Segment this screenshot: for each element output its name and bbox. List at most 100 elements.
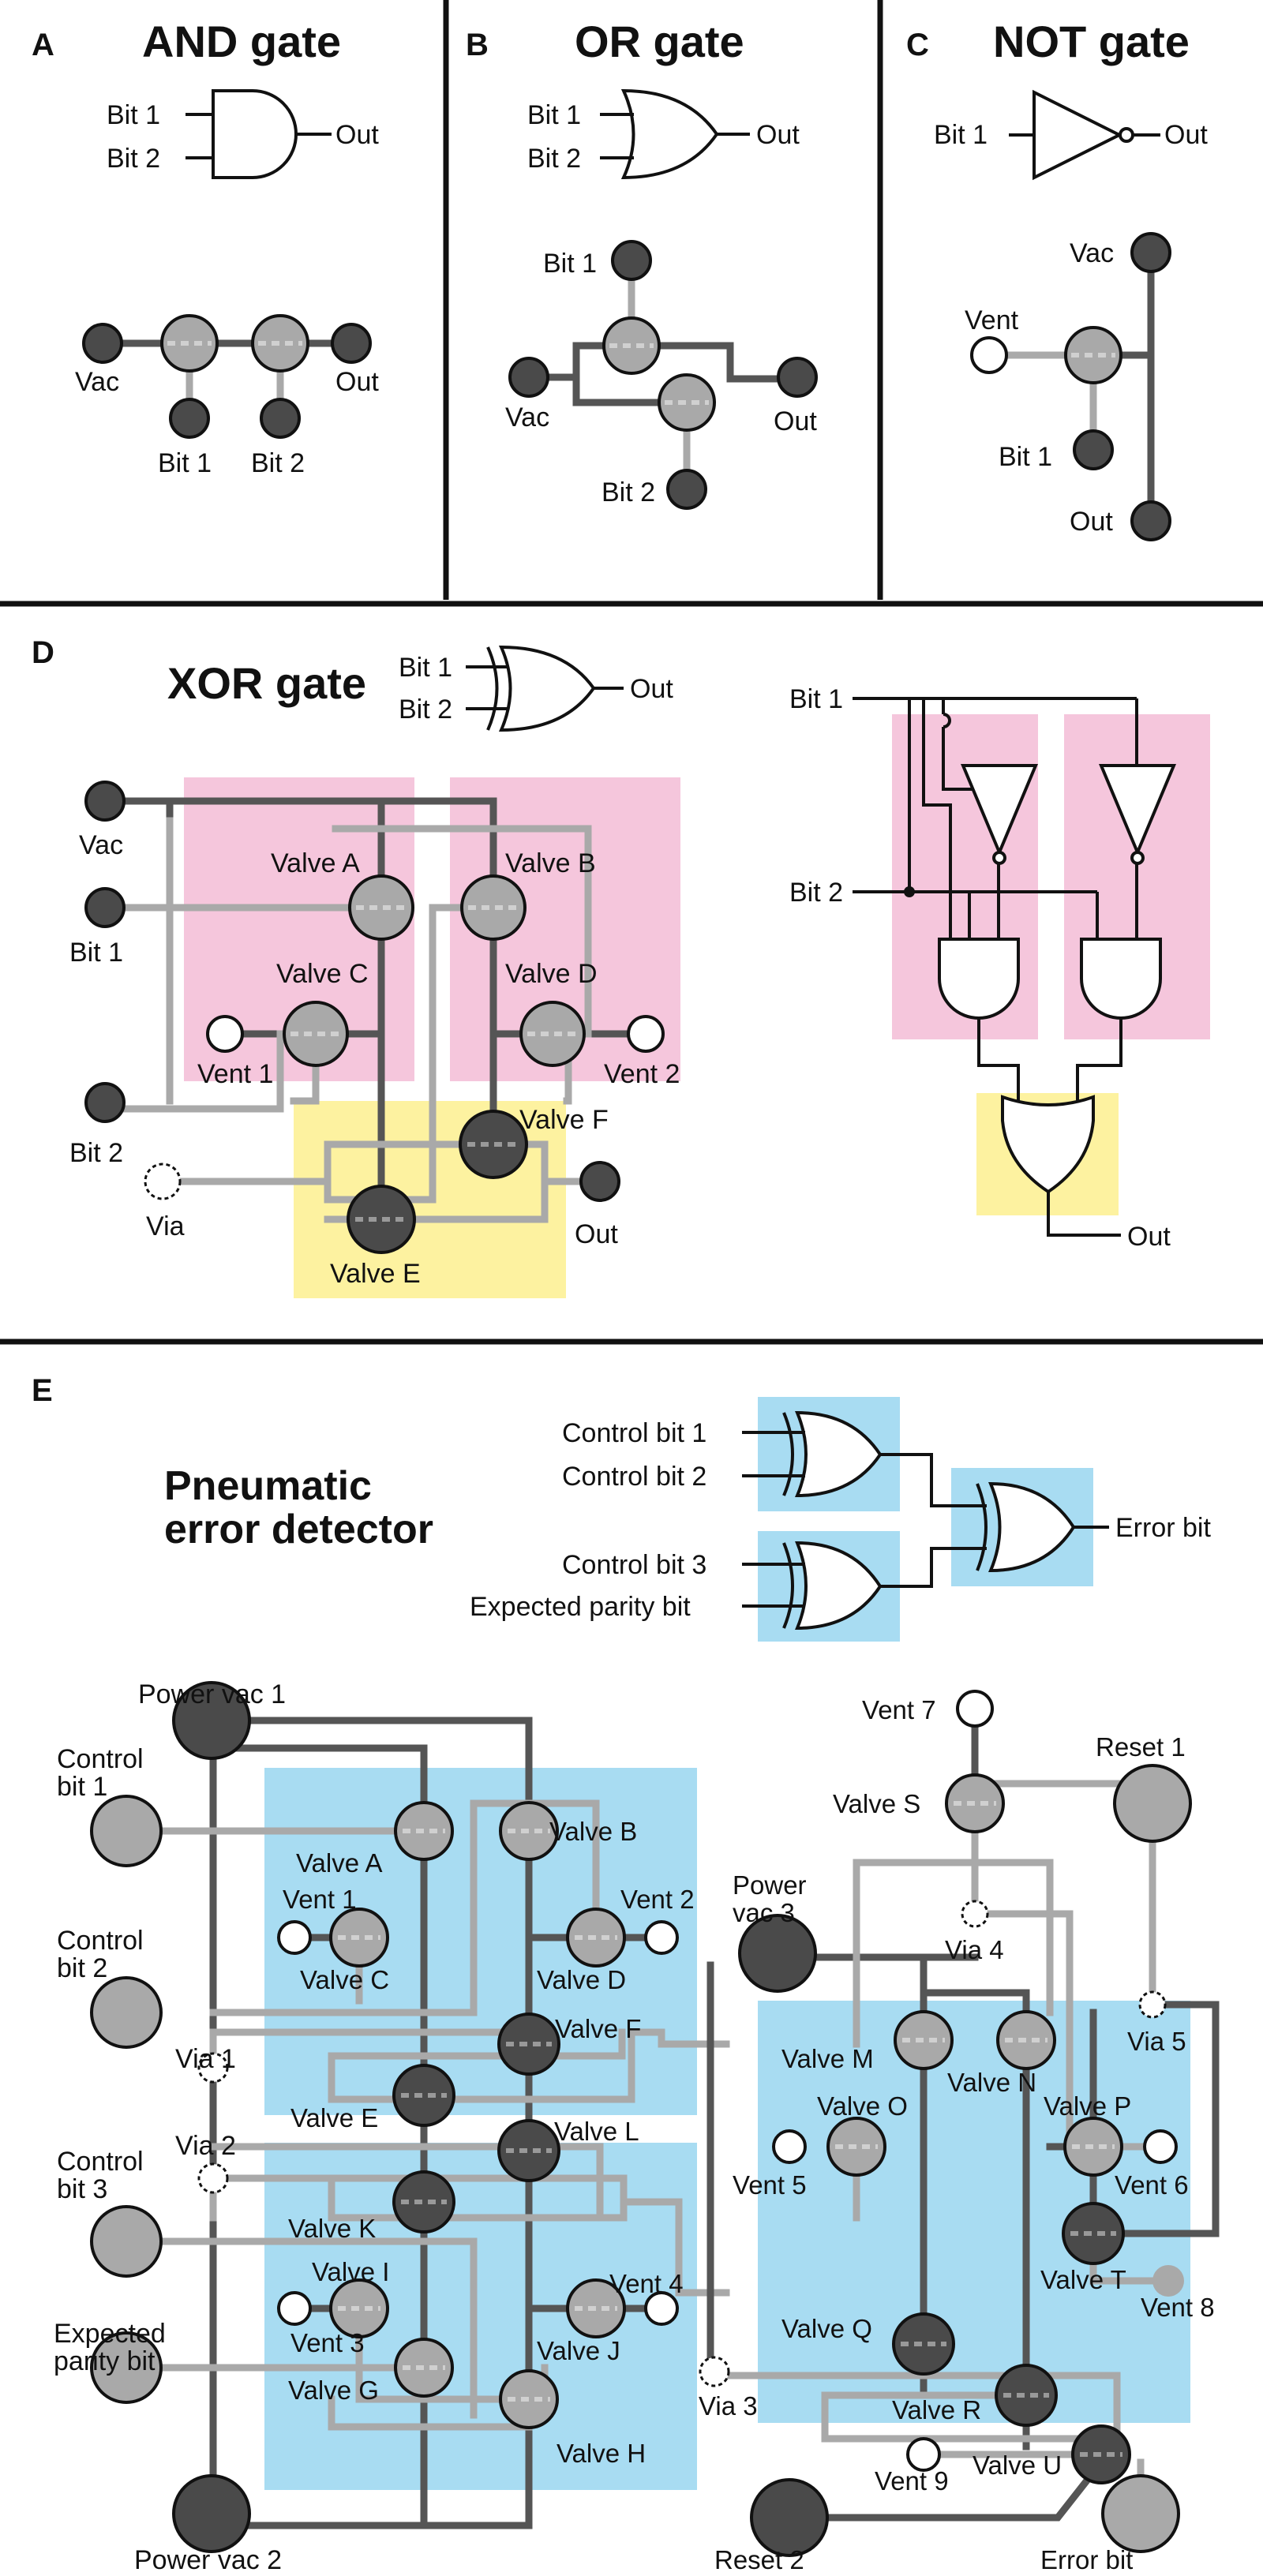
control-bit-2-port	[90, 1976, 163, 2049]
vent-1-label: Vent 1	[283, 1885, 357, 1914]
xor-logic-bit2-label: Bit 2	[789, 878, 843, 908]
or-symbol-bit2-label: Bit 2	[527, 144, 581, 174]
xor-logic-out-label: Out	[1127, 1222, 1171, 1252]
xor-vent-2-port	[627, 1015, 665, 1053]
power-vac-3-port	[738, 1914, 817, 1993]
and-bit1-label: Bit 1	[158, 448, 212, 478]
xor-via	[144, 1163, 182, 1200]
not-gate-symbol	[1009, 89, 1160, 181]
xor-logic-bit1-label: Bit 1	[789, 684, 843, 714]
and-out-label: Out	[335, 367, 379, 397]
detector-logic-symbol	[742, 1410, 1109, 1631]
vent-6-port	[1143, 2129, 1178, 2164]
xor-valve-f	[459, 1110, 528, 1179]
error-detector-title-line1: Pneumatic	[164, 1463, 372, 1509]
xor-valve-b-label: Valve B	[505, 848, 596, 878]
reset-2-port	[750, 2478, 829, 2557]
valve-q-label: Valve Q	[781, 2314, 872, 2343]
via-2	[197, 2162, 229, 2194]
and-vac-port	[82, 323, 123, 364]
valve-s-label: Valve S	[833, 1789, 920, 1818]
xor-gate-symbol	[466, 645, 624, 732]
not-bit1-port	[1073, 429, 1114, 470]
vent-7-port	[956, 1690, 994, 1728]
vent-9-port	[906, 2437, 941, 2472]
and-gate-title: AND gate	[142, 17, 341, 66]
not-symbol-out-label: Out	[1164, 120, 1208, 150]
valve-l-label: Valve L	[554, 2117, 639, 2146]
and-vac-label: Vac	[75, 367, 119, 397]
xor-bit1-label: Bit 1	[69, 938, 123, 968]
not-bit1-label: Bit 1	[999, 442, 1052, 472]
xor-bit2-port	[84, 1082, 126, 1123]
expected-parity-line1: Expected	[54, 2319, 166, 2349]
and-symbol-out-label: Out	[335, 120, 379, 150]
valve-u-label: Valve U	[973, 2451, 1062, 2480]
and-gate-symbol	[186, 89, 332, 179]
power-vac-2-label: Power vac 2	[134, 2545, 282, 2575]
valve-f	[497, 2012, 560, 2076]
xor-valve-a	[348, 874, 414, 941]
valve-a-label: Valve A	[296, 1848, 382, 1878]
vent-7-label: Vent 7	[862, 1695, 936, 1724]
vent-8-label: Vent 8	[1141, 2293, 1215, 2322]
or-out-label: Out	[774, 406, 817, 436]
control-bit-1-line1: Control	[57, 1744, 144, 1774]
via-2-label: Via 2	[175, 2131, 236, 2161]
power-vac-3-line1: Power	[733, 1870, 807, 1900]
xor-bit2-label: Bit 2	[69, 1138, 123, 1168]
via-3-label: Via 3	[699, 2391, 758, 2421]
panel-letter-d: D	[32, 635, 54, 670]
vent-2-port	[644, 1920, 679, 1955]
and-pneumatic-circuit	[82, 314, 372, 439]
or-gate-title: OR gate	[575, 17, 744, 66]
xor-valve-c	[283, 1001, 349, 1067]
reset-1-port	[1113, 1764, 1192, 1843]
or-bit1-port	[611, 240, 652, 281]
vent-2-label: Vent 2	[620, 1885, 695, 1914]
detector-pneumatic-circuit	[90, 1681, 1220, 2557]
xor-symbol-bit2-label: Bit 2	[399, 695, 452, 724]
power-vac-2-port	[172, 2474, 251, 2553]
xor-symbol-bit1-label: Bit 1	[399, 653, 452, 683]
vent-5-label: Vent 5	[733, 2170, 807, 2200]
error-bit-label: Error bit	[1040, 2545, 1133, 2574]
xor-valve-d-label: Valve D	[505, 959, 598, 989]
power-vac-1-port	[172, 1681, 251, 1760]
valve-d-label: Valve D	[537, 1965, 626, 1994]
via-3	[699, 2356, 730, 2387]
valve-m-label: Valve M	[781, 2044, 874, 2073]
via-5	[1138, 1990, 1167, 2019]
or-gate-symbol	[600, 88, 750, 180]
valve-l	[497, 2119, 560, 2182]
power-vac-1-label: Power vac 1	[138, 1679, 286, 1709]
or-valve-1	[602, 316, 661, 375]
expected-parity-line2: parity bit	[54, 2346, 156, 2376]
vent-8-port	[1152, 2265, 1184, 2297]
xor-vent-1-label: Vent 1	[197, 1059, 273, 1089]
or-bit1-label: Bit 1	[543, 249, 597, 279]
or-bit2-label: Bit 2	[602, 477, 655, 507]
xor-out-label: Out	[575, 1219, 618, 1249]
power-vac-3-line2: vac 3	[733, 1898, 795, 1927]
valve-r-label: Valve R	[892, 2395, 981, 2424]
panel-letter-b: B	[466, 28, 489, 62]
panel-letter-c: C	[906, 28, 929, 62]
not-symbol-bit1-label: Bit 1	[934, 120, 988, 150]
vent-6-label: Vent 6	[1115, 2170, 1189, 2200]
control-bit-1-line2: bit 1	[57, 1772, 107, 1802]
reset-2-label: Reset 2	[714, 2545, 804, 2574]
vent-4-port	[644, 2291, 679, 2326]
valve-p-label: Valve P	[1044, 2091, 1131, 2121]
not-valve	[1064, 326, 1122, 384]
and-valve-2	[251, 314, 309, 373]
or-symbol-bit1-label: Bit 1	[527, 100, 581, 130]
control-bit-3-port	[90, 2205, 163, 2278]
via-1-label: Via 1	[175, 2044, 236, 2074]
control-bit-2-line2: bit 2	[57, 1953, 107, 1983]
valve-i-label: Valve I	[312, 2257, 389, 2286]
via-5-label: Via 5	[1127, 2027, 1186, 2056]
vent-4-label: Vent 4	[609, 2269, 684, 2298]
control-bit-3-line1: Control	[57, 2147, 144, 2177]
